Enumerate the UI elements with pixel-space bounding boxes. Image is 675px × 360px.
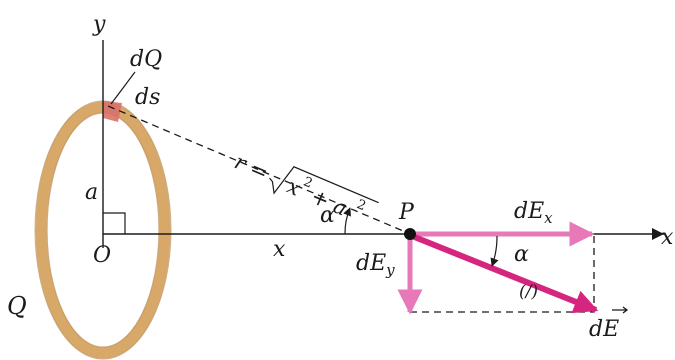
sqrt-symbol <box>269 166 379 204</box>
label-x-axis: x <box>661 225 674 250</box>
r-formula-plus-a: + a <box>308 184 351 220</box>
right-angle-marker <box>103 212 126 234</box>
r-formula-exp-x: 2 <box>301 174 314 191</box>
r-dashed-line <box>107 105 409 234</box>
r-formula-prefix: r = <box>231 150 272 185</box>
label-total-charge: Q <box>7 292 27 320</box>
label-point-p: P <box>398 200 415 225</box>
label-theta-mark: (/) <box>519 282 538 302</box>
x-axis-arrowhead <box>652 228 664 240</box>
label-alpha-p: α <box>320 203 335 228</box>
alpha-arc-at-p <box>343 207 351 235</box>
label-dex-subscript: x <box>544 209 553 227</box>
charge-element-dq <box>103 101 122 122</box>
label-dq: dQ <box>130 47 162 72</box>
label-a: a <box>85 180 98 205</box>
label-alpha-de: α <box>514 242 529 267</box>
label-dex: dEx <box>514 199 553 227</box>
point-p <box>404 228 416 240</box>
label-ds: ds <box>135 85 160 110</box>
r-formula: r = x 2 + a 2 <box>231 150 379 221</box>
label-de: dE <box>589 317 619 342</box>
dq-leader-line <box>110 71 136 105</box>
label-dey: dEy <box>356 251 395 279</box>
label-dey-subscript: y <box>385 261 395 279</box>
r-formula-exp-a: 2 <box>354 197 367 214</box>
label-x-distance: x <box>273 237 286 262</box>
label-de-vector-arrow <box>612 306 629 314</box>
label-origin: O <box>93 243 111 268</box>
label-y-axis: y <box>92 12 106 37</box>
de-vector <box>410 233 599 314</box>
alpha-arc-at-de <box>490 235 499 267</box>
